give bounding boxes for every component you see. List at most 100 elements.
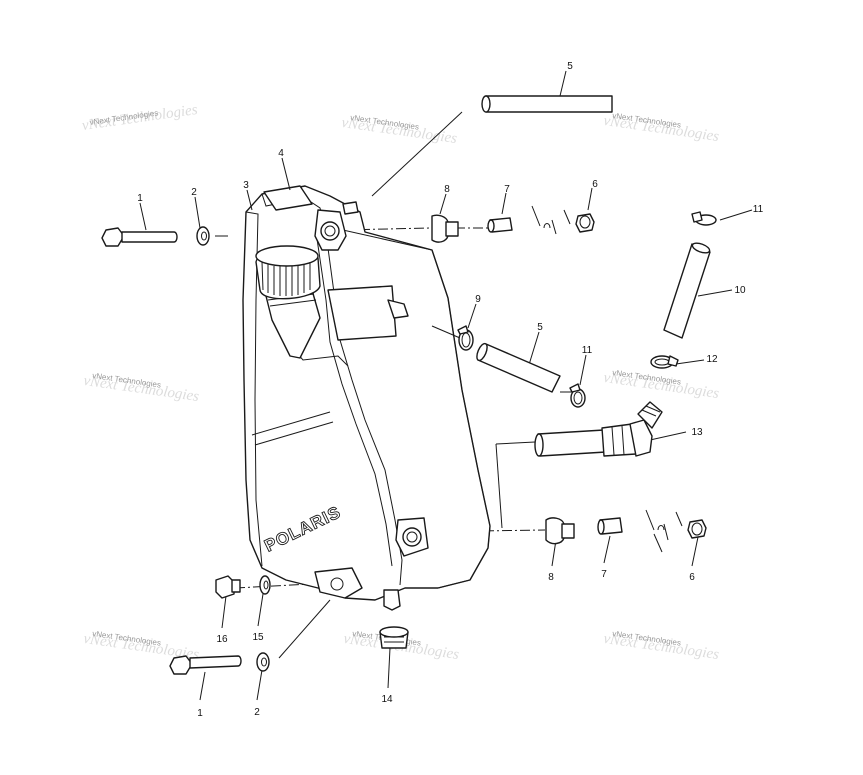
callout-3: 3 [243,180,249,191]
leader-12 [675,359,705,365]
grommet-top [379,626,409,638]
clamp-11-middle [569,383,586,408]
hose-end [481,95,491,113]
leader-14 [387,647,391,689]
washer-hole [263,580,269,590]
hose-5-middle [476,342,561,393]
leader-3 [246,189,253,211]
leader-5a-path [371,111,463,197]
callout-4: 4 [278,148,284,159]
filler-neck-cap [255,185,321,359]
leader-1b [199,671,206,701]
upper-mount-hole-inner [324,225,336,237]
nut-hole [579,215,591,229]
callout-14: 14 [381,694,393,705]
filler-cap-ridges [261,261,311,296]
watermark: vNext Technologies vNext Technologies [602,111,720,145]
clamp-12 [650,355,679,369]
leader-9-path [431,325,461,339]
leader-lines [139,70,753,701]
callout-10: 10 [734,285,746,296]
leader-11b [579,354,587,386]
leader-4 [281,157,291,191]
watermark: vNext Technologies vNext Technologies [340,113,458,147]
drain-boss [330,577,344,591]
fitting-elbow [629,419,653,457]
nut-body [687,519,707,539]
fitting-nut-flats [611,425,625,456]
nut-body [575,213,595,233]
nut-6-bottom [645,509,707,553]
grommet-ribs [384,636,404,643]
clamp-tab [569,383,581,393]
grommet-14 [379,626,409,649]
leader-7b [603,535,611,564]
leader-13 [649,431,687,441]
leader-2b-path [278,599,331,659]
bushing-body [445,221,459,237]
hose-10 [663,242,711,339]
leader-1a [139,202,147,231]
watermark: vNext Technologies vNext Technologies [81,102,199,134]
tank-bottom-foot [314,567,363,599]
leader-13-path [495,441,536,445]
bolt-shank [121,231,178,243]
hose-end [691,242,711,254]
hose-5-top [481,95,613,113]
drain-plug-16 [215,575,241,599]
washer-2-top [196,226,210,246]
hoses-and-clamps [457,95,717,457]
nut-6-top [531,205,595,235]
leader-6b [691,536,699,567]
callout-12: 12 [706,354,718,365]
filler-cap-tab [263,185,313,211]
tank-panel-line [254,421,334,446]
nut-hole [691,522,703,536]
leader-7a [501,192,507,215]
callouts: 1 2 3 4 5 6 7 8 11 10 9 5 11 12 13 8 7 6… [137,61,763,719]
bushing-body [561,523,575,539]
washer-hole [261,657,267,667]
leader-5a [559,70,567,97]
callout-2-top: 2 [191,187,197,198]
leader-8b [551,539,557,567]
lower-mount-hole-inner [406,531,418,543]
hose-body [485,95,613,113]
hose-end [476,342,488,362]
leader-6a [587,187,593,211]
motion-arc [657,525,665,531]
bracket-outlet-nipple [387,299,409,319]
bolt-head [101,227,125,247]
tank-side-bracket [327,285,397,341]
callout-11-top: 11 [753,204,764,215]
washer-hole [201,231,207,241]
callout-15: 15 [252,632,264,643]
hose-body [477,343,561,393]
hose-body [663,243,711,339]
spacer-end [487,219,495,233]
bolt-head [169,655,193,675]
tank-right-face [324,225,491,589]
callout-5-middle: 5 [537,322,543,333]
motion-arc [543,223,551,229]
callout-1-bottom: 1 [197,708,203,719]
clamp-tab [457,325,469,335]
clamp-tab [667,355,679,367]
bushing-8-top [431,214,459,243]
watermark: vNext Technologies vNext Technologies [602,368,720,402]
plug-thread [231,579,241,593]
callout-6-bottom: 6 [689,572,695,583]
upper-mount-hole [320,221,340,241]
washer-outer [256,652,270,672]
filler-cap-top [255,245,319,267]
leader-2a [194,196,201,229]
motion-marks [645,509,683,553]
washer-outer [259,575,271,595]
leader-2b [256,669,263,701]
tank-bottom-outlet [383,589,401,611]
clamp-tab [691,211,703,223]
plug-head [215,575,235,599]
callout-7-top: 7 [504,184,510,195]
callout-8-top: 8 [444,184,450,195]
leader-5b [527,331,540,369]
